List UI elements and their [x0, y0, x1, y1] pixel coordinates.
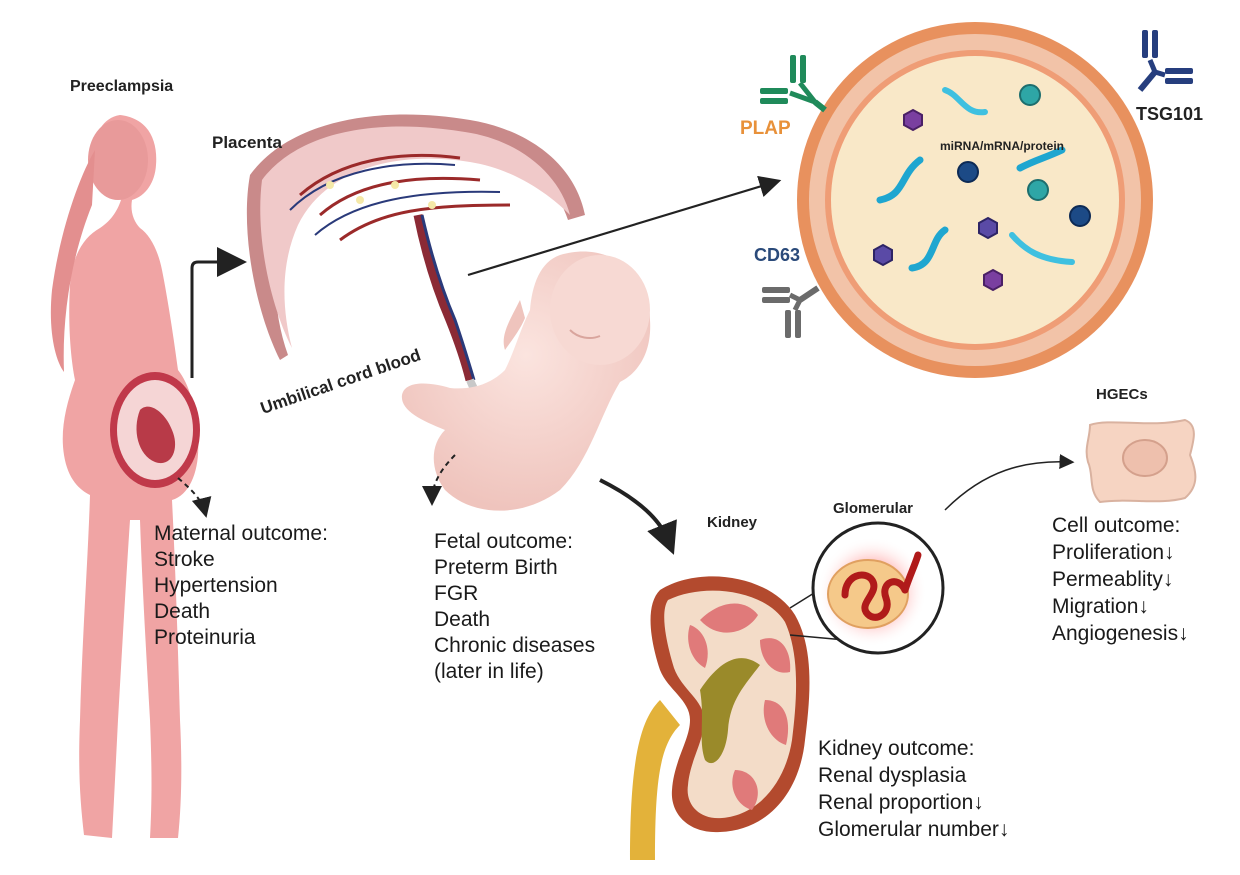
kidney-outcome-item: Renal proportion↓ — [818, 789, 1009, 816]
kidney-outcome-block: Kidney outcome: Renal dysplasia Renal pr… — [818, 735, 1009, 843]
maternal-outcome-title: Maternal outcome: — [154, 521, 328, 547]
plap-label: PLAP — [740, 118, 791, 140]
exosome-illustration — [797, 22, 1153, 378]
maternal-outcome-block: Maternal outcome: Stroke Hypertension De… — [154, 521, 328, 651]
glomerulus-magnified-illustration — [790, 523, 943, 653]
fetal-outcome-item: Chronic diseases — [434, 633, 595, 659]
fetal-outcome-item: Death — [434, 607, 595, 633]
cell-outcome-title: Cell outcome: — [1052, 512, 1189, 539]
glomerular-label: Glomerular — [833, 500, 913, 517]
fetal-outcome-title: Fetal outcome: — [434, 529, 595, 555]
cell-outcome-item: Angiogenesis↓ — [1052, 620, 1189, 647]
fetus-to-kidney-arrow — [600, 480, 668, 540]
kidney-outcome-item: Glomerular number↓ — [818, 816, 1009, 843]
hgecs-label: HGECs — [1096, 386, 1148, 403]
plap-antibody-icon — [760, 55, 825, 110]
kidney-illustration — [630, 576, 809, 860]
fetal-outcome-block: Fetal outcome: Preterm Birth FGR Death C… — [434, 529, 595, 685]
hgec-cell-illustration — [1087, 420, 1196, 502]
cell-outcome-item: Proliferation↓ — [1052, 539, 1189, 566]
maternal-outcome-item: Death — [154, 599, 328, 625]
maternal-outcome-item: Proteinuria — [154, 625, 328, 651]
exosome-cargo-label: miRNA/mRNA/protein — [940, 139, 1064, 153]
tsg101-label: TSG101 — [1136, 104, 1203, 125]
preeclampsia-label: Preeclampsia — [70, 78, 173, 96]
placenta-label: Placenta — [212, 133, 282, 153]
tsg101-antibody-icon — [1140, 30, 1193, 90]
kidney-outcome-title: Kidney outcome: — [818, 735, 1009, 762]
kidney-outcome-item: Renal dysplasia — [818, 762, 1009, 789]
maternal-outcome-item: Hypertension — [154, 573, 328, 599]
cd63-antibody-icon — [762, 287, 818, 338]
fetal-outcome-item: (later in life) — [434, 659, 595, 685]
cell-outcome-block: Cell outcome: Proliferation↓ Permeablity… — [1052, 512, 1189, 647]
pregnant-woman-figure — [51, 115, 200, 838]
fetal-outcome-item: Preterm Birth — [434, 555, 595, 581]
maternal-outcome-item: Stroke — [154, 547, 328, 573]
cell-outcome-item: Permeablity↓ — [1052, 566, 1189, 593]
woman-to-placenta-arrow — [192, 262, 238, 378]
kidney-label: Kidney — [707, 514, 757, 531]
glomerular-to-hgecs-arrow — [945, 462, 1070, 510]
cell-outcome-item: Migration↓ — [1052, 593, 1189, 620]
cd63-label: CD63 — [754, 245, 800, 266]
fetal-outcome-item: FGR — [434, 581, 595, 607]
